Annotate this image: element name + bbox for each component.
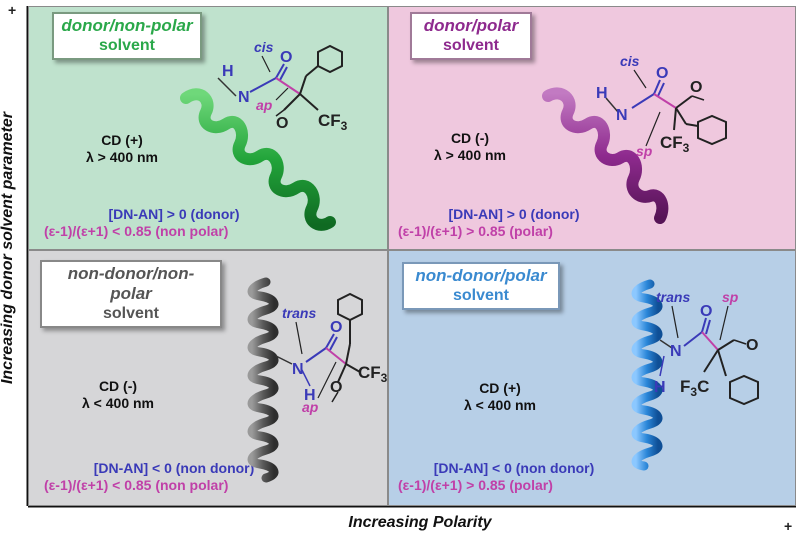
cd-text-br: CD (+) λ < 400 nm — [464, 380, 536, 413]
atom-cf3-tr: CF3 — [660, 133, 690, 155]
atom-n-br: N — [670, 343, 682, 360]
atom-cf3-bl: CF3 — [358, 363, 388, 385]
cd-text-tr: CD (-) λ > 400 nm — [434, 130, 506, 163]
y-axis-plus: + — [8, 2, 17, 18]
x-axis-label: Increasing Polarity — [348, 514, 492, 531]
helix-blue — [631, 279, 663, 471]
atom-o-bl: O — [330, 319, 342, 336]
atom-ome-bl: O — [330, 379, 342, 396]
label-ap-bl: ap — [302, 399, 319, 415]
dn-text-tl: [DN-AN] > 0 (donor) (ε-1)/(ε+1) < 0.85 (… — [44, 206, 240, 239]
helix-purple — [542, 87, 669, 224]
atom-n-tl: N — [238, 89, 250, 106]
atom-n-bl: N — [292, 361, 304, 378]
dn-text-tr: [DN-AN] > 0 (donor) (ε-1)/(ε+1) > 0.85 (… — [398, 206, 580, 239]
cd-text-bl: CD (-) λ < 400 nm — [82, 378, 154, 411]
label-donor-nonpolar: donor/non-polar solvent — [52, 12, 202, 60]
label-cis-tl: cis — [254, 39, 274, 55]
label-donor-polar: donor/polar solvent — [410, 12, 532, 60]
label-ap-tl: ap — [256, 97, 273, 113]
atom-h-bl: H — [304, 387, 316, 404]
atom-f3c-br: F3C — [680, 377, 709, 399]
molecule-bl: N H O O CF3 trans ap — [275, 292, 388, 415]
label-nondonor-polar: non-donor/polar solvent — [402, 262, 560, 310]
atom-h-br: H — [654, 379, 666, 396]
helix-gray — [247, 277, 279, 483]
atom-o-tr: O — [656, 65, 668, 82]
atom-n-tr: N — [616, 107, 628, 124]
label-cis-tr: cis — [620, 53, 640, 69]
molecule-tl: H N O O CF3 cis ap — [217, 39, 348, 133]
atom-ome-tl: O — [276, 115, 288, 132]
x-axis-plus: + — [784, 518, 793, 534]
label-sp-br: sp — [722, 289, 739, 305]
molecule-br: N H O O F3C trans sp — [654, 289, 759, 406]
label-sp-tr: sp — [636, 143, 653, 159]
atom-h-tr: H — [596, 85, 608, 102]
label-trans-bl: trans — [282, 305, 316, 321]
dn-text-bl: [DN-AN] < 0 (non donor) (ε-1)/(ε+1) < 0.… — [44, 460, 255, 493]
cd-text-tl: CD (+) λ > 400 nm — [86, 132, 158, 165]
atom-cf3-tl: CF3 — [318, 111, 348, 133]
atom-ome-br: O — [746, 337, 758, 354]
atom-h-tl: H — [222, 63, 234, 80]
label-trans-br: trans — [656, 289, 690, 305]
atom-o-br: O — [700, 303, 712, 320]
label-nondonor-nonpolar: non-donor/non-polar solvent — [40, 260, 222, 328]
helix-green — [180, 88, 336, 231]
atom-ome-tr: O — [690, 79, 702, 96]
dn-text-br: [DN-AN] < 0 (non donor) (ε-1)/(ε+1) > 0.… — [398, 460, 595, 493]
atom-o-tl: O — [280, 49, 292, 66]
molecule-tr: H N O O CF3 cis sp — [596, 53, 727, 159]
